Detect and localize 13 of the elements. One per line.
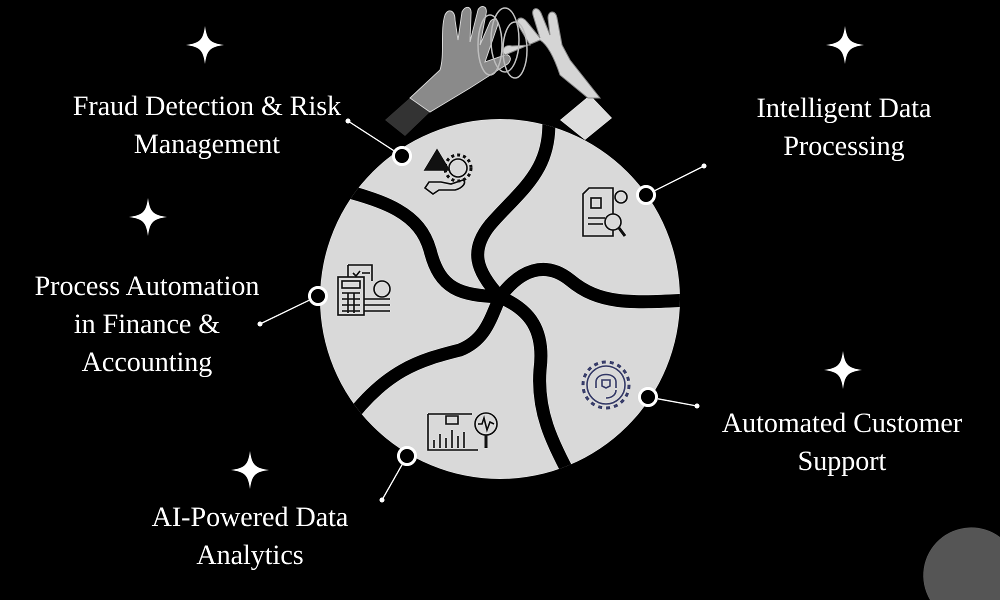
leader-line	[346, 118, 394, 152]
feature-label: Automated Customer Support	[697, 406, 987, 480]
feature-label: AI-Powered Data Analytics	[118, 500, 382, 574]
feature-label: Intelligent Data Processing	[704, 88, 984, 168]
leader-line	[258, 300, 310, 326]
leader-line	[658, 398, 700, 408]
leader-line	[654, 164, 706, 192]
leader-line	[380, 464, 403, 502]
connector-dot	[636, 185, 656, 205]
connector-dot	[308, 286, 328, 306]
feature-label: Fraud Detection & Risk Management	[66, 88, 348, 164]
connector-dot	[397, 446, 417, 466]
feature-label: Process Automation in Finance & Accounting	[34, 250, 260, 400]
